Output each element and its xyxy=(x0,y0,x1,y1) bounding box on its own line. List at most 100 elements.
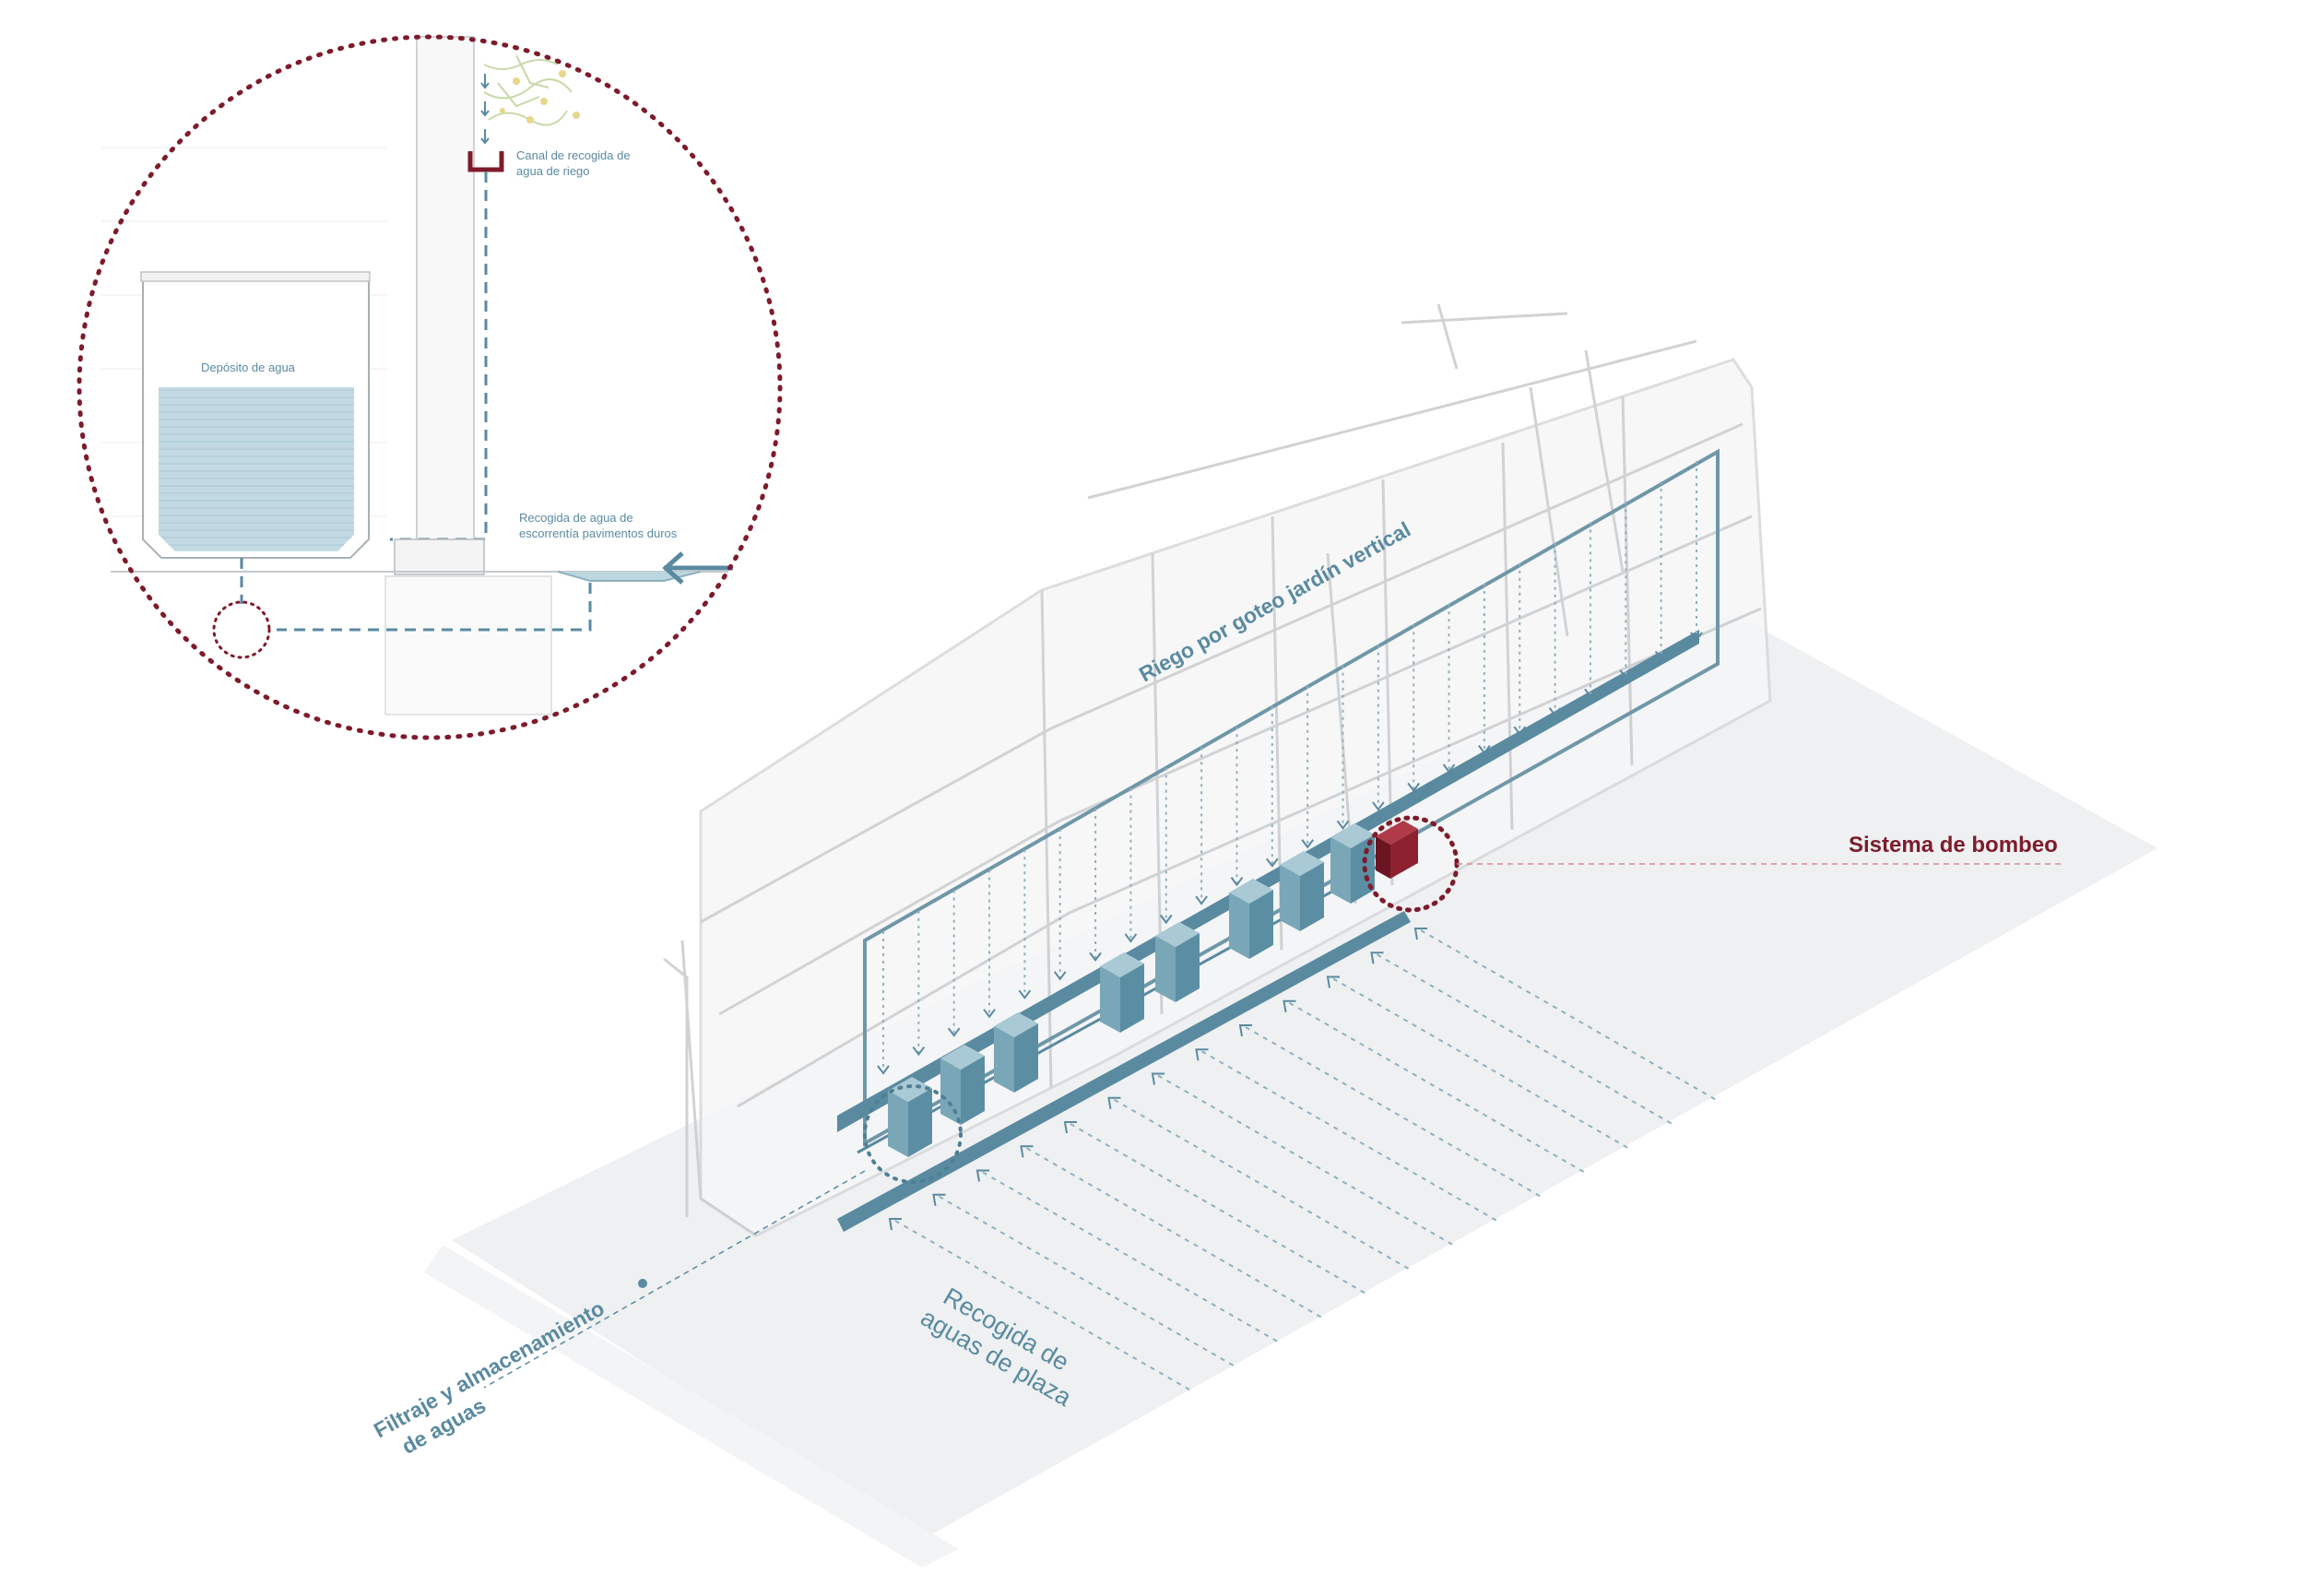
plaza-collection-line xyxy=(982,1171,1283,1345)
drip-arrows xyxy=(877,632,1703,1075)
collection-channel xyxy=(467,151,504,172)
storage-tank-top xyxy=(994,1012,1038,1037)
plaza-collection-arrow xyxy=(1283,999,1296,1012)
drip-arrow xyxy=(947,1027,961,1037)
storage-tank xyxy=(940,1045,985,1125)
plaza-collection-lines xyxy=(894,929,1720,1393)
storage-tank-side xyxy=(1280,865,1300,931)
storage-tank xyxy=(1229,879,1273,959)
runoff-arrow xyxy=(662,551,733,585)
plaza-collection-line xyxy=(1201,1050,1501,1224)
channel-label-line2: agua de riego xyxy=(516,164,590,178)
plaza-collection-line xyxy=(1289,1001,1589,1176)
storage-tank-side xyxy=(1155,936,1176,1002)
storage-tank-front xyxy=(1249,890,1273,959)
plaza-collection-line xyxy=(894,1220,1195,1393)
storage-tank-side xyxy=(940,1058,961,1125)
plaza-collection-line xyxy=(1377,953,1676,1128)
plaza-collection-arrows xyxy=(888,928,1427,1231)
drip-arrow xyxy=(1654,650,1668,661)
building-wall xyxy=(416,36,475,550)
storage-tank-side xyxy=(1100,966,1120,1033)
plaza-collection-arrow xyxy=(1020,1145,1034,1158)
plaza-collection-arrow xyxy=(1151,1072,1164,1085)
drip-arrow xyxy=(1124,933,1138,943)
storage-tank xyxy=(1100,952,1144,1033)
plaza-collection-arrow xyxy=(888,1218,902,1231)
storage-tank-front xyxy=(1300,862,1324,931)
tank-water xyxy=(159,387,354,551)
storage-tank-top xyxy=(940,1045,985,1070)
storage-tank-front xyxy=(1014,1023,1038,1093)
filter-leader-line xyxy=(483,1170,866,1389)
filter-point-circle xyxy=(212,600,271,659)
drip-arrow xyxy=(1513,726,1527,736)
plaza-collection-line xyxy=(1332,977,1633,1152)
storage-tank-top xyxy=(1330,823,1375,848)
drip-arrow xyxy=(1089,952,1102,963)
storage-tank-top xyxy=(1100,952,1144,977)
drip-arrow xyxy=(1478,745,1491,755)
plaza-collection-line xyxy=(1114,1098,1413,1272)
plaza-collection-line xyxy=(1245,1026,1545,1200)
plaza-collection-channel xyxy=(837,911,1411,1232)
street-ground xyxy=(424,1245,959,1567)
pump-unit xyxy=(1376,821,1418,879)
drip-irrigation-frame xyxy=(837,448,1720,1147)
drip-arrow xyxy=(983,1009,996,1019)
drip-arrow xyxy=(1159,914,1173,925)
plaza-collection-line xyxy=(1026,1147,1326,1321)
drip-arrow xyxy=(1407,782,1421,793)
runoff-label-line1: Recogida de agua de xyxy=(519,511,633,525)
plaza-collection-arrow xyxy=(1195,1048,1209,1061)
storage-tank-front xyxy=(961,1056,985,1125)
plaza-collection-arrow xyxy=(1413,928,1427,940)
vertical-garden xyxy=(483,54,573,126)
filter-leader-dot xyxy=(638,1279,647,1288)
plaza-collection-line xyxy=(1420,929,1720,1103)
drip-arrow xyxy=(1195,895,1208,905)
plaza-collection-arrow xyxy=(1238,1024,1252,1037)
storage-tank-front xyxy=(908,1088,932,1157)
storage-tank-front xyxy=(1176,933,1200,1002)
drip-arrow xyxy=(1266,857,1279,868)
drip-lines xyxy=(882,461,1697,1071)
storage-tank-side xyxy=(1229,893,1249,959)
plaza-collection-arrow xyxy=(1370,952,1384,964)
storage-tank xyxy=(1330,823,1375,904)
plaza-collection-line xyxy=(939,1195,1238,1369)
plaza-collection-line xyxy=(1070,1123,1370,1296)
storage-tank-side xyxy=(1330,837,1351,904)
plaza-collection-arrow xyxy=(975,1169,989,1182)
storage-tank xyxy=(994,1012,1038,1093)
storage-tank xyxy=(888,1077,932,1157)
drip-arrow xyxy=(1230,877,1244,887)
storage-tank-front xyxy=(1120,964,1144,1033)
drip-arrow xyxy=(1053,971,1067,981)
drip-arrow xyxy=(1018,989,1032,999)
plaza-collection-arrow xyxy=(1107,1096,1121,1109)
storage-tank-top xyxy=(1280,851,1324,876)
plaza-collection-arrow xyxy=(932,1193,946,1206)
drip-arrow xyxy=(1442,763,1456,774)
storage-tank xyxy=(1280,851,1324,931)
runoff-label-line2: escorrentía pavimentos duros xyxy=(519,526,678,540)
storage-tank-top xyxy=(1229,879,1273,904)
plaza-collection-arrow xyxy=(1063,1121,1077,1134)
storage-tank-side xyxy=(888,1091,908,1157)
pump-label: Sistema de bombeo xyxy=(1849,833,2058,857)
drip-arrow xyxy=(1301,839,1314,849)
underground-pipe xyxy=(277,583,592,632)
plaza-collection-arrow xyxy=(1326,975,1340,988)
detail-circle-border xyxy=(77,34,783,740)
drip-arrow xyxy=(1619,669,1633,680)
drip-arrow xyxy=(1372,801,1385,811)
plaza-collection-line xyxy=(1157,1074,1458,1248)
channel-label-line1: Canal de recogida de xyxy=(516,148,631,162)
tank-label: Depósito de agua xyxy=(201,361,295,374)
drip-arrow xyxy=(1548,707,1562,717)
storage-tank-top xyxy=(1155,922,1200,947)
plaza-ground xyxy=(452,613,2157,1540)
ghost-building-sketch xyxy=(663,303,1772,1237)
